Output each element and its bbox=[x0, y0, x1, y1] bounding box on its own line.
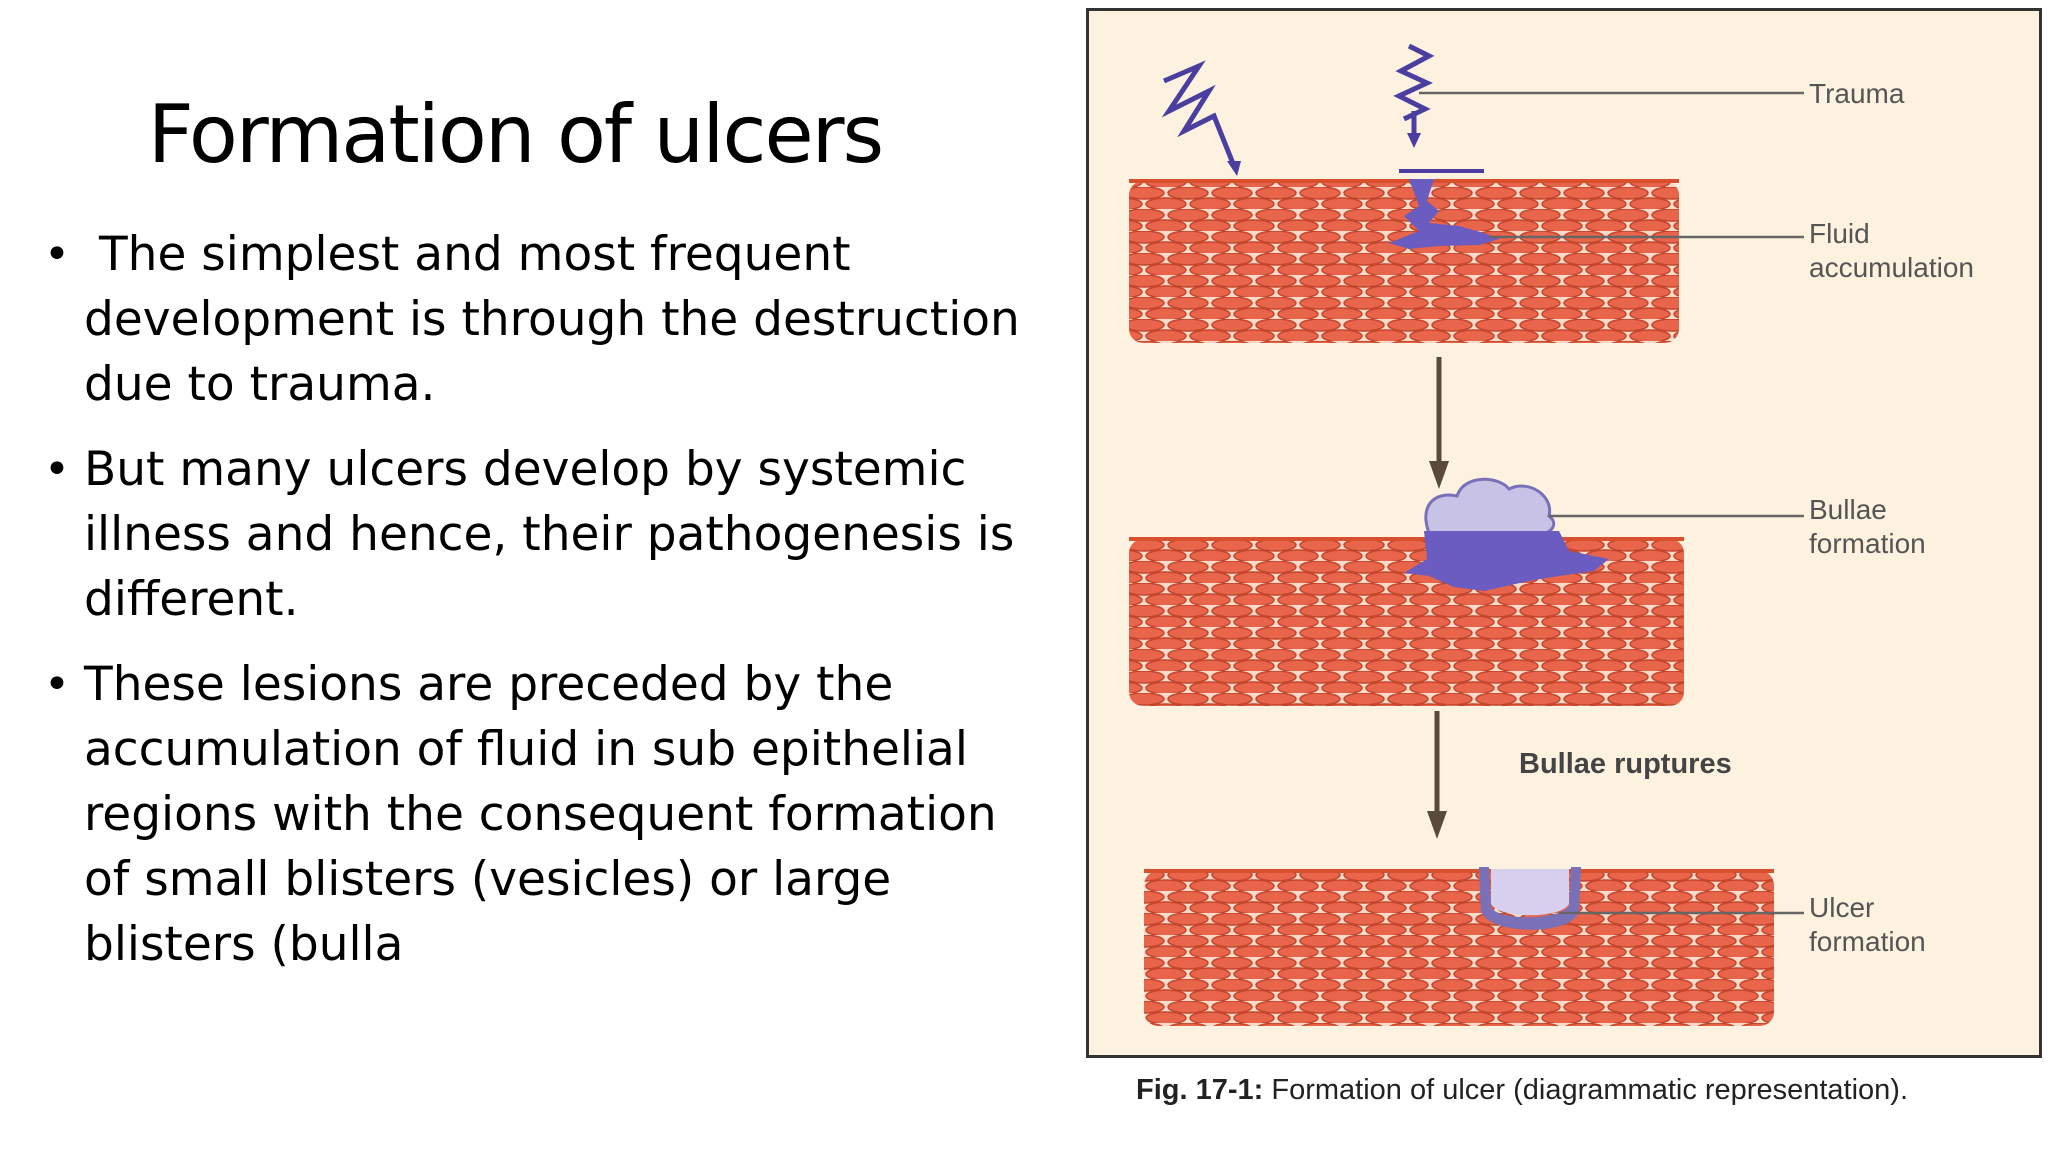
ulcer-crater-fill bbox=[1491, 869, 1569, 916]
tissue-block-ulcer bbox=[1144, 871, 1774, 1026]
label-ulcer-1: Ulcer bbox=[1809, 892, 1874, 923]
bullet-dot-icon: • bbox=[44, 659, 70, 710]
bullet-list: • The simplest and most frequent develop… bbox=[40, 222, 1040, 997]
fluid-accumulation-area bbox=[1389, 179, 1499, 249]
figure-caption: Fig. 17-1: Formation of ulcer (diagramma… bbox=[1136, 1074, 1908, 1107]
ulcer-diagram: Trauma Fluid accumulation Bullae formati… bbox=[1129, 43, 1974, 1026]
label-fluid-2: accumulation bbox=[1809, 252, 1974, 283]
flow-arrowhead-1-icon bbox=[1429, 461, 1449, 489]
slide-title: Formation of ulcers bbox=[147, 88, 884, 181]
caption-prefix: Fig. 17-1: bbox=[1136, 1074, 1264, 1106]
bullet-text: These lesions are preceded by the accumu… bbox=[84, 657, 997, 972]
tissue-block-bulla bbox=[1129, 539, 1684, 706]
bullet-item: • But many ulcers develop by systemic il… bbox=[40, 437, 1040, 632]
flow-arrowhead-2-icon bbox=[1427, 811, 1447, 839]
subepithelial-fluid-area bbox=[1404, 531, 1609, 591]
trauma-arrowhead-right-icon bbox=[1407, 133, 1421, 148]
label-ulcer-2: formation bbox=[1809, 926, 1926, 957]
bulla-blister bbox=[1424, 477, 1556, 535]
caption-text: Formation of ulcer (diagrammatic represe… bbox=[1263, 1074, 1909, 1106]
bullet-item: • These lesions are preceded by the accu… bbox=[40, 652, 1040, 977]
label-trauma: Trauma bbox=[1809, 78, 1905, 109]
trauma-zigzag-right-icon bbox=[1393, 43, 1435, 122]
bullet-text: But many ulcers develop by systemic illn… bbox=[84, 442, 1015, 627]
bullet-dot-icon: • bbox=[44, 444, 70, 495]
label-bullae-1: Bullae bbox=[1809, 494, 1887, 525]
ulcer-crater bbox=[1479, 867, 1581, 930]
bullet-dot-icon: • bbox=[44, 229, 70, 280]
bullet-text: The simplest and most frequent developme… bbox=[84, 227, 1035, 412]
bullet-item: • The simplest and most frequent develop… bbox=[40, 222, 1040, 417]
tissue-block-intact bbox=[1129, 181, 1679, 343]
label-bullae-2: formation bbox=[1809, 528, 1926, 559]
label-fluid-1: Fluid bbox=[1809, 218, 1870, 249]
label-bullae-ruptures: Bullae ruptures bbox=[1519, 748, 1732, 780]
ulcer-figure: Trauma Fluid accumulation Bullae formati… bbox=[1086, 8, 2042, 1058]
trauma-arrowhead-left-icon bbox=[1227, 161, 1241, 176]
trauma-zigzag-left-icon bbox=[1161, 60, 1237, 167]
